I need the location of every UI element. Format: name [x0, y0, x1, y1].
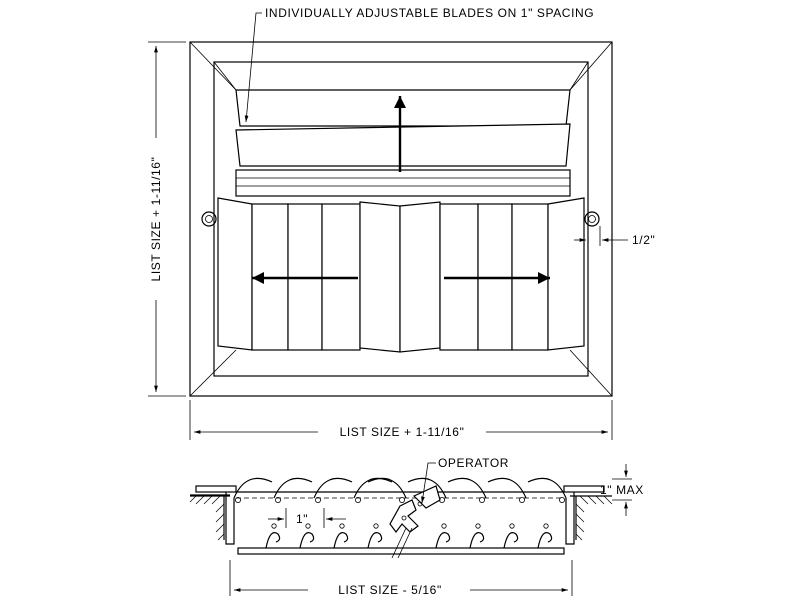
blade-pivot: [373, 523, 379, 529]
wall-left: [189, 495, 230, 541]
depth-dimension: 1" MAX: [600, 464, 644, 516]
lower-blade: [333, 532, 349, 549]
inner-opening: [213, 61, 589, 377]
vertical-blades: [217, 197, 585, 353]
lower-blades: [265, 523, 553, 549]
spacing-dimension-text: 1": [296, 512, 308, 526]
blade-pivot: [543, 523, 549, 529]
lower-blade: [503, 532, 519, 549]
front-view: [189, 41, 613, 397]
blade-pivot: [339, 523, 345, 529]
operator-mechanism: [389, 485, 441, 559]
height-dimension-text: LIST SIZE + 1-11/16": [149, 157, 163, 282]
blade-pivot: [559, 496, 566, 503]
lower-blade: [435, 532, 451, 549]
blade-pivot: [441, 523, 447, 529]
bottom-dimension: LIST SIZE - 5/16": [229, 560, 573, 597]
upper-blade: [487, 477, 527, 499]
horizontal-blades: [235, 89, 571, 197]
blade-pivot: [305, 523, 311, 529]
wall-right: [570, 495, 613, 541]
upper-blade: [447, 477, 487, 499]
flange-dimension: 1/2": [574, 226, 655, 247]
mounting-hole-left: [201, 211, 217, 227]
blades-note: INDIVIDUALLY ADJUSTABLE BLADES ON 1" SPA…: [244, 6, 594, 123]
upper-blade: [353, 477, 393, 499]
blade-pivot: [478, 496, 485, 503]
flange-dimension-text: 1/2": [632, 233, 655, 247]
lower-blade: [265, 532, 281, 549]
upper-blade: [273, 477, 313, 499]
mounting-hole-right: [584, 211, 600, 227]
blade-pivot: [271, 523, 277, 529]
blade-pivot: [274, 496, 281, 503]
blade-pivot: [519, 496, 526, 503]
width-dimension-text: LIST SIZE + 1-11/16": [340, 425, 465, 439]
blade-pivot: [314, 496, 321, 503]
width-dimension: LIST SIZE + 1-11/16": [189, 400, 613, 440]
lower-blade: [537, 532, 553, 549]
lower-blade: [299, 532, 315, 549]
lower-blade: [469, 532, 485, 549]
height-dimension: LIST SIZE + 1-11/16": [148, 41, 186, 397]
blade-pivot: [234, 496, 241, 503]
upper-blade: [367, 477, 407, 499]
spacing-dimension: 1": [268, 508, 346, 528]
section-view: [189, 494, 613, 541]
blade-pivot: [509, 523, 515, 529]
upper-blades: [233, 477, 567, 503]
upper-blade: [527, 477, 567, 499]
bottom-dimension-text: LIST SIZE - 5/16": [338, 583, 442, 597]
blade-pivot: [354, 496, 361, 503]
depth-dimension-text: 1" MAX: [600, 483, 644, 497]
upper-blade: [407, 477, 447, 499]
upper-blade: [233, 477, 273, 499]
blades-note-text: INDIVIDUALLY ADJUSTABLE BLADES ON 1" SPA…: [265, 6, 594, 20]
lower-blade: [367, 532, 383, 549]
operator-text: OPERATOR: [438, 456, 509, 470]
operator-callout: OPERATOR: [421, 456, 509, 504]
blade-pivot: [475, 523, 481, 529]
outer-frame: [189, 41, 613, 397]
upper-blade: [313, 477, 353, 499]
blade-pivot: [398, 496, 405, 503]
